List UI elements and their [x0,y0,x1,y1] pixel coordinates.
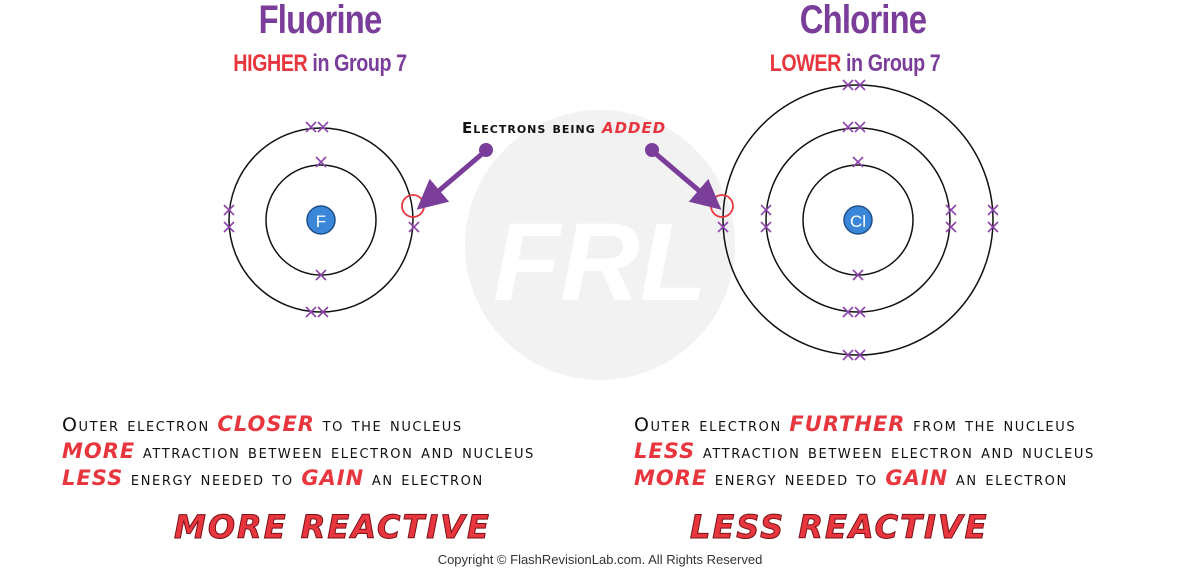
fluorine-electrons [223,121,420,318]
fluorine-line-3: LESS energy needed to GAIN an electron [62,466,484,490]
chlorine-line-2-highlight: LESS [634,439,696,463]
fluorine-line-1-text-after: to the nucleus [322,414,463,436]
chlorine-electrons [717,79,999,361]
fluorine-line-3-text: energy needed to [130,468,294,490]
fluorine-subtitle-rest: in Group 7 [312,50,407,77]
svg-text:FRL: FRL [493,201,707,324]
arrow-to-fluorine [416,143,493,210]
chlorine-line-3: MORE energy needed to GAIN an electron [634,466,1068,490]
chlorine-title: Chlorine [799,0,927,42]
fluorine-line-2: MORE attraction between electron and nuc… [62,439,535,463]
chlorine-nucleus [843,205,873,235]
chlorine-line-3-emph: GAIN [885,466,949,490]
caption-text: Electrons being [462,119,596,137]
chlorine-line-3-highlight: MORE [634,466,708,490]
fluorine-line-1-text: Outer electron [62,414,210,436]
electrons-added-caption: Electrons being ADDED [462,119,666,137]
fluorine-line-1-emph: CLOSER [217,412,315,436]
fluorine-line-3-emph: GAIN [301,466,365,490]
fluorine-symbol: F [316,212,326,231]
fluorine-line-3-highlight: LESS [62,466,124,490]
chlorine-line-2: LESS attraction between electron and nuc… [634,439,1095,463]
chlorine-subtitle: LOWER in Group 7 [753,50,958,78]
chlorine-line-3-text: energy needed to [714,468,878,490]
chlorine-line-2-text: attraction between electron and nucleus [702,441,1095,463]
fluorine-verdict: MORE REACTIVE [174,508,491,547]
chlorine-line-1: Outer electron FURTHER from the nucleus [634,412,1076,436]
chlorine-atom: Cl [710,79,999,361]
chlorine-line-1-text-after: from the nucleus [913,414,1077,436]
fluorine-title: Fluorine [258,0,383,42]
watermark-logo: FRL [465,110,735,380]
chlorine-subtitle-rest: in Group 7 [845,50,941,77]
caption-highlight: ADDED [601,119,667,137]
fluorine-atom: F [223,121,425,318]
chlorine-line-3-text-after: an electron [955,468,1068,490]
chlorine-line-1-text: Outer electron [634,414,782,436]
chlorine-outer-shell [722,84,994,356]
fluorine-line-1: Outer electron CLOSER to the nucleus [62,412,463,436]
chlorine-symbol: Cl [850,212,866,231]
chlorine-subtitle-highlight: LOWER [769,50,842,77]
chlorine-line-1-emph: FURTHER [789,412,906,436]
fluorine-subtitle-highlight: HIGHER [233,50,308,77]
fluorine-subtitle: HIGHER in Group 7 [218,50,423,78]
copyright-notice: Copyright © FlashRevisionLab.com. All Ri… [437,552,763,567]
arrow-to-chlorine [645,143,722,210]
fluorine-line-3-text-after: an electron [371,468,484,490]
fluorine-line-2-highlight: MORE [62,439,136,463]
chlorine-verdict: LESS REACTIVE [689,508,989,547]
fluorine-nucleus [306,205,336,235]
fluorine-line-2-text: attraction between electron and nucleus [142,441,535,463]
